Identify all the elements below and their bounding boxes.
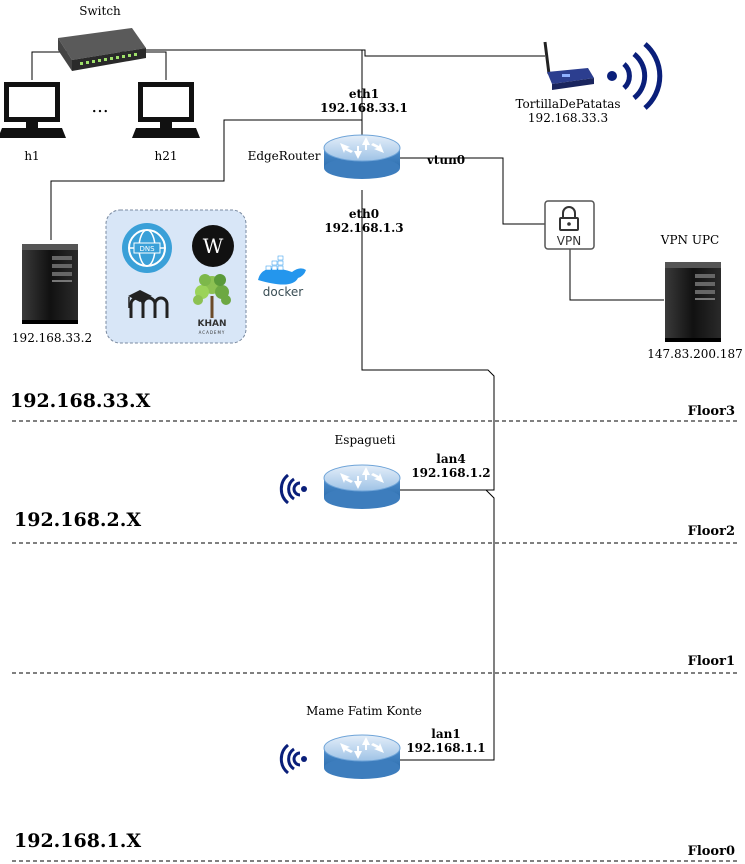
wire-vtun0-vpn [398,157,545,225]
wikipedia-letter: W [203,234,224,258]
wire-vpn-server [569,248,664,301]
vpn-upc-server[interactable]: VPN UPC 147.83.200.187 [647,233,742,361]
vpn-server-name: VPN UPC [660,233,719,247]
lan4-ip: 192.168.1.2 [411,466,490,480]
computer-icon [132,82,200,138]
router-icon [323,734,401,780]
switch-device[interactable]: Switch [58,4,146,71]
wire-switch-h1 [31,51,70,80]
khan-subtext: ACADEMY [199,330,226,335]
floor-2: 192.168.2.X Floor2 [12,509,740,544]
vpn-badge-label: VPN [557,234,581,248]
subnet-label: 192.168.2.X [14,509,141,531]
hosts-ellipsis: ... [91,96,108,117]
lan1-label: lan1 [431,727,460,741]
edge-router-device[interactable]: EdgeRouter eth1 192.168.33.1 eth0 192.16… [248,87,466,235]
vtun0-label: vtun0 [426,153,465,167]
host-label-h1: h1 [24,149,39,163]
wifi-signal-icon [607,42,663,110]
wire-eth1-server [50,119,362,240]
host-h21[interactable]: h21 [132,82,200,163]
floor-3: 192.168.33.X Floor3 [10,390,740,422]
khan-academy-icon: KHAN ACADEMY [193,274,231,335]
khan-text: KHAN [197,319,226,329]
lan1-ip: 192.168.1.1 [406,741,485,755]
dns-icon: DNS [122,223,172,273]
floor-label: Floor1 [688,654,735,669]
edge-router-name: EdgeRouter [248,149,321,163]
subnet-label: 192.168.33.X [10,390,151,412]
floor-0: 192.168.1.X Floor0 [12,830,740,862]
wireless-router-icon [543,41,594,90]
floor-1: Floor1 [12,654,740,674]
eth0-ip: 192.168.1.3 [324,221,403,235]
wire-switch-ap [140,49,545,57]
moodle-icon [128,290,169,318]
computer-icon [0,82,66,138]
local-server[interactable]: 192.168.33.2 [12,244,92,345]
docker-text: docker [263,285,303,299]
access-point-device[interactable]: TortillaDePatatas 192.168.33.3 [515,41,663,125]
mame-router[interactable]: Mame Fatim Konte lan1 192.168.1.1 [279,704,486,780]
wifi-icon [279,473,309,505]
floor-label: Floor2 [688,524,735,539]
switch-icon [58,28,146,71]
ap-ip: 192.168.33.3 [528,111,608,125]
wire-lan4-lan1 [400,489,495,761]
wikipedia-icon: W [192,225,234,267]
lan4-label: lan4 [436,452,465,466]
docker-icon: docker [258,255,306,299]
floor-label: Floor3 [688,404,735,419]
connection-lines [31,49,664,761]
espagueti-name: Espagueti [335,433,396,447]
host-label-h21: h21 [155,149,178,163]
services-panel: DNS W KHAN ACADEMY [105,209,306,344]
dns-text: DNS [139,245,155,253]
eth1-label: eth1 [349,87,379,101]
router-icon [323,134,401,180]
server-icon [22,244,78,324]
vpn-server-ip: 147.83.200.187 [647,347,742,361]
router-icon [323,464,401,510]
vpn-gateway[interactable]: VPN [544,200,595,250]
floor-label: Floor0 [688,844,735,859]
lock-icon [559,206,579,231]
subnet-label: 192.168.1.X [14,830,141,852]
wire-eth0-lan4 [361,190,495,491]
server-icon [665,262,721,342]
wifi-icon [279,743,309,775]
local-server-ip: 192.168.33.2 [12,331,92,345]
ap-name: TortillaDePatatas [515,97,620,111]
eth0-label: eth0 [349,207,379,221]
mame-name: Mame Fatim Konte [306,704,422,718]
switch-label: Switch [79,4,121,18]
eth1-ip: 192.168.33.1 [320,101,408,115]
espagueti-router[interactable]: Espagueti lan4 192.168.1.2 [279,433,491,510]
host-h1[interactable]: h1 [0,82,66,163]
